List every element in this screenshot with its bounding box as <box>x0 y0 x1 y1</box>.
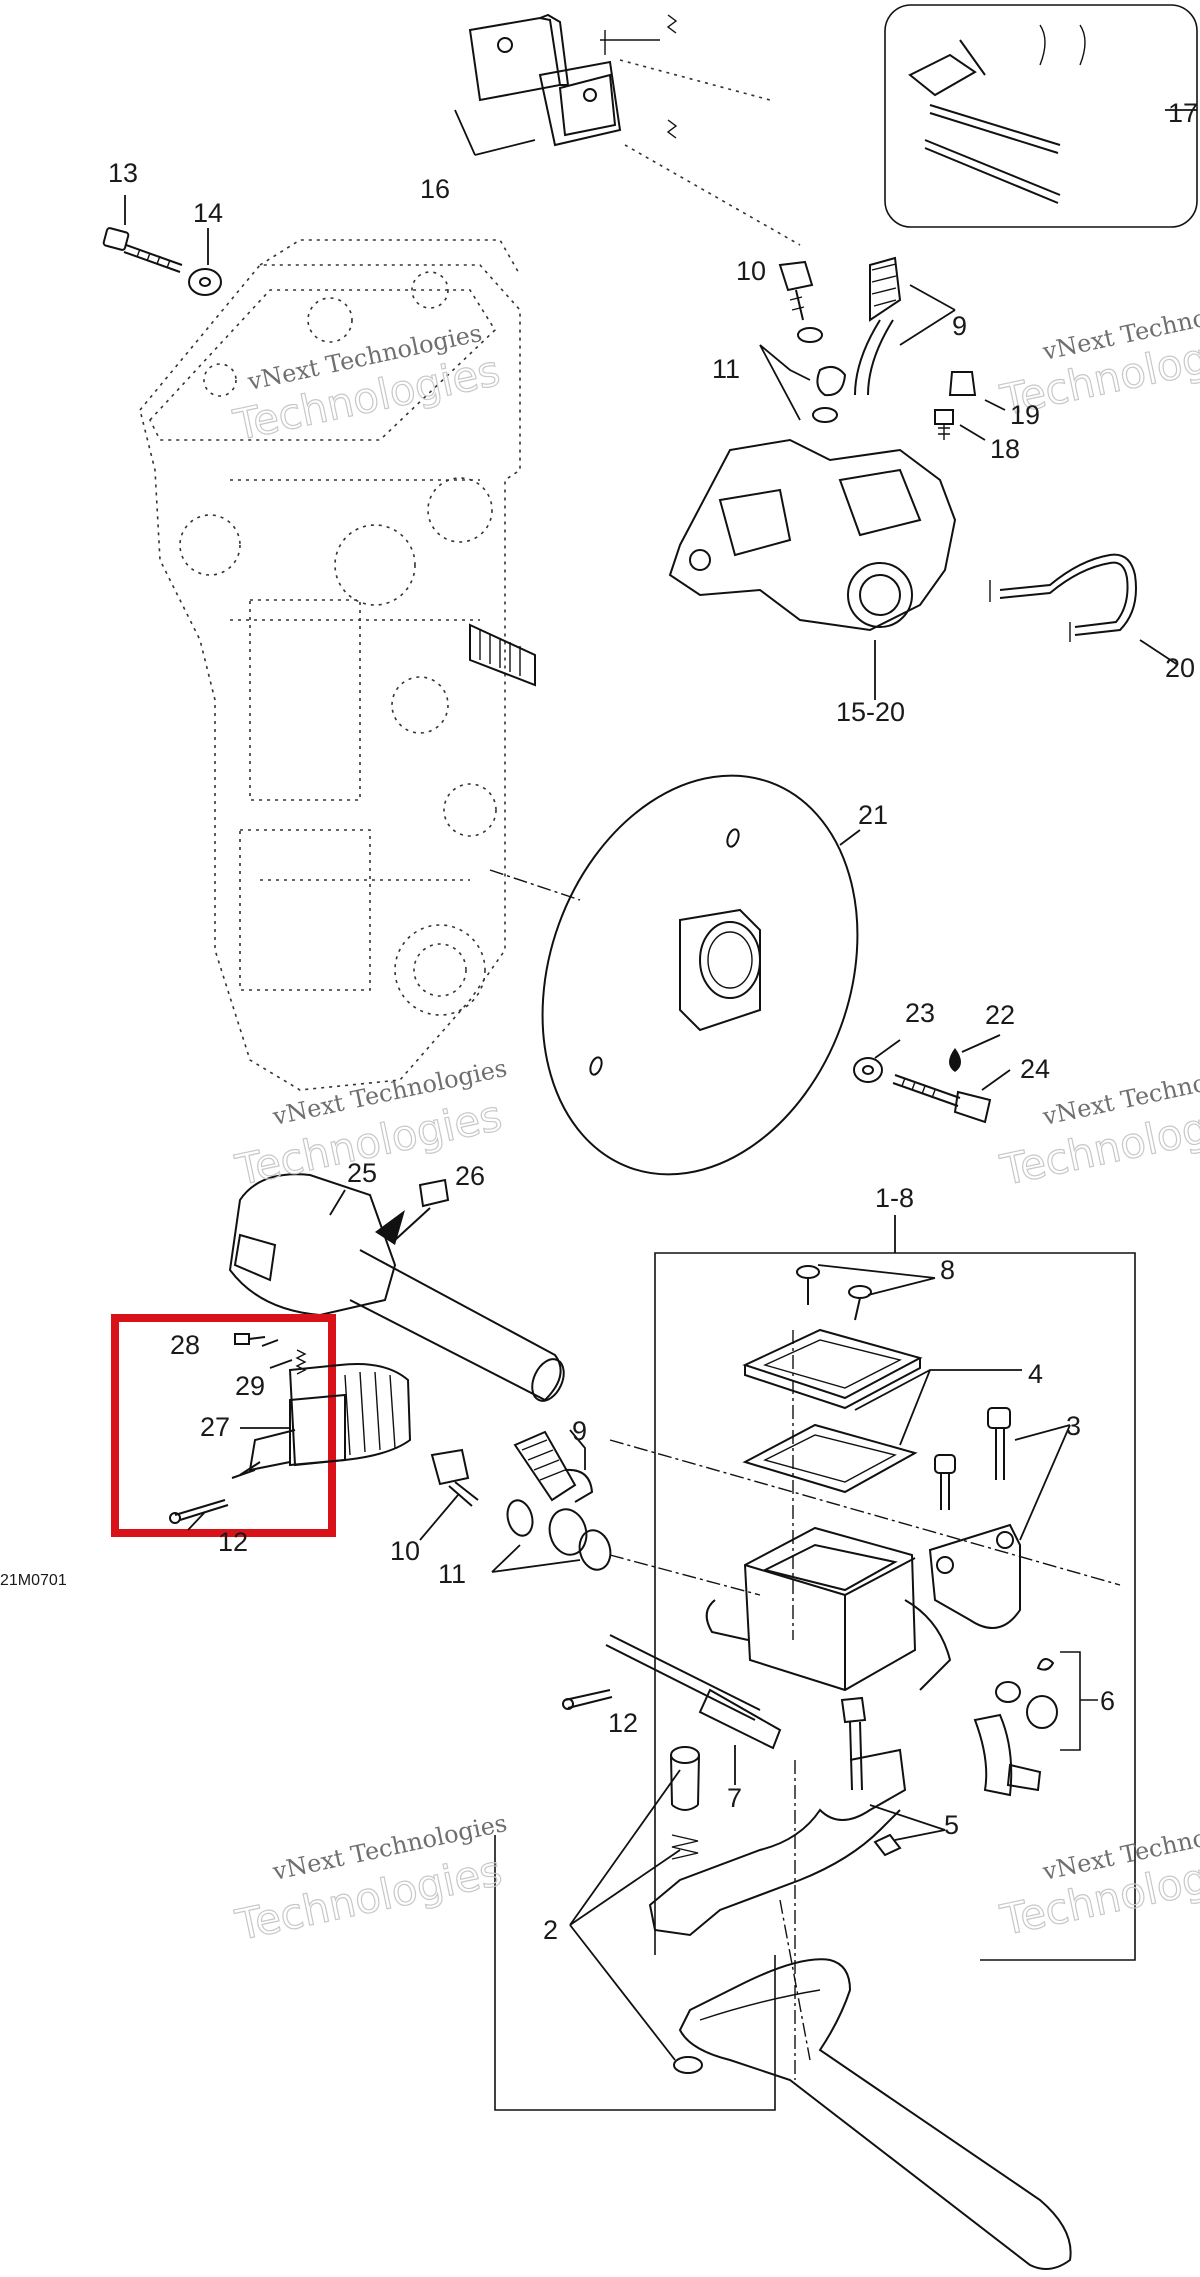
callout-4: 4 <box>1028 1359 1043 1389</box>
callout-21: 21 <box>858 800 888 830</box>
callout-5: 5 <box>944 1810 959 1840</box>
callout-13: 13 <box>108 158 138 188</box>
callout-11-mid: 11 <box>438 1559 466 1589</box>
caliper-pins <box>619 14 801 246</box>
spring-29 <box>295 1349 307 1375</box>
bleeder-screw-18 <box>934 409 954 440</box>
washer-14 <box>188 268 222 296</box>
callout-7: 7 <box>727 1783 742 1813</box>
callout-10-mid: 10 <box>390 1536 420 1566</box>
input-shaft <box>469 623 536 687</box>
callout-6: 6 <box>1100 1686 1115 1716</box>
brake-line-20 <box>989 553 1137 642</box>
callout-19: 19 <box>1010 400 1040 430</box>
brake-disc-21 <box>489 774 859 1176</box>
callout-12-left: 12 <box>218 1527 248 1557</box>
brake-hose-9-mid <box>513 1430 594 1503</box>
callout-9-mid: 9 <box>572 1416 587 1446</box>
callout-15-20: 15-20 <box>836 697 905 727</box>
callout-22: 22 <box>985 1000 1015 1030</box>
brake-caliper-15-20 <box>668 438 957 632</box>
callout-10-top: 10 <box>736 256 766 286</box>
callout-24: 24 <box>1020 1054 1050 1084</box>
clamp-screws-3 <box>934 1407 1011 1510</box>
thread-locker-22 <box>949 1048 961 1072</box>
pivot-bolt-5 <box>840 1696 902 1857</box>
screw-28 <box>234 1333 266 1345</box>
reservoir-cover-4 <box>742 1328 923 1494</box>
callout-2: 2 <box>543 1915 558 1945</box>
master-cylinder-body <box>705 1526 952 1692</box>
sensor-27 <box>231 1363 412 1479</box>
callout-29: 29 <box>235 1371 265 1401</box>
callout-14: 14 <box>193 198 223 228</box>
reservoir-cap-6 <box>995 1658 1058 1729</box>
push-rod-7 <box>605 1634 782 1750</box>
callout-25: 25 <box>347 1158 377 1188</box>
callout-9-top: 9 <box>952 311 967 341</box>
bearing-housing-25 <box>228 1173 565 1402</box>
callout-23: 23 <box>905 998 935 1028</box>
brake-lever <box>678 1958 1072 2270</box>
brake-pads-16 <box>468 13 660 147</box>
callout-28: 28 <box>170 1330 200 1360</box>
callout-18: 18 <box>990 434 1020 464</box>
handlebar-clamp <box>928 1523 1021 1629</box>
callout-1-8: 1-8 <box>875 1183 914 1213</box>
banjo-bolt-10-top <box>778 260 814 321</box>
callout-17: 17 <box>1168 98 1198 128</box>
bolt-24 <box>892 1074 992 1124</box>
bolt-13 <box>102 227 183 273</box>
watermarks: vNext Technologies Technologies vNext Te… <box>228 289 1200 1951</box>
callout-3: 3 <box>1066 1411 1081 1441</box>
drawing-code: 21M0701 <box>0 1572 67 1589</box>
label-26 <box>375 1178 450 1245</box>
highlight-box <box>111 1314 336 1537</box>
callout-26: 26 <box>455 1161 485 1191</box>
washer-23 <box>853 1057 883 1083</box>
callout-12-right: 12 <box>608 1708 638 1738</box>
bleeder-cap-19 <box>948 371 977 396</box>
dust-boot <box>973 1713 1042 1797</box>
assembly-frame-1-8 <box>654 1252 1136 1961</box>
banjo-bolt-10-mid <box>430 1448 479 1507</box>
gearbox-housing <box>139 239 521 1091</box>
washers-11-top <box>797 327 847 423</box>
callout-20: 20 <box>1165 653 1195 683</box>
cover-screws-8 <box>796 1265 872 1321</box>
callout-16: 16 <box>420 174 450 204</box>
pivot-pin-2 <box>670 1746 703 2074</box>
cotter-pin-12-right <box>562 1689 613 1710</box>
callout-27: 27 <box>200 1412 230 1442</box>
callout-11-top: 11 <box>712 354 740 384</box>
pin-kit-box-17 <box>884 4 1198 228</box>
washers-11-mid <box>506 1499 612 1571</box>
callout-8: 8 <box>940 1255 955 1285</box>
brake-hose-9-top <box>854 256 902 396</box>
lever-bracket <box>648 1748 907 1937</box>
callouts: 13 14 16 17 10 9 11 19 18 20 15-20 21 23… <box>0 98 1198 1945</box>
